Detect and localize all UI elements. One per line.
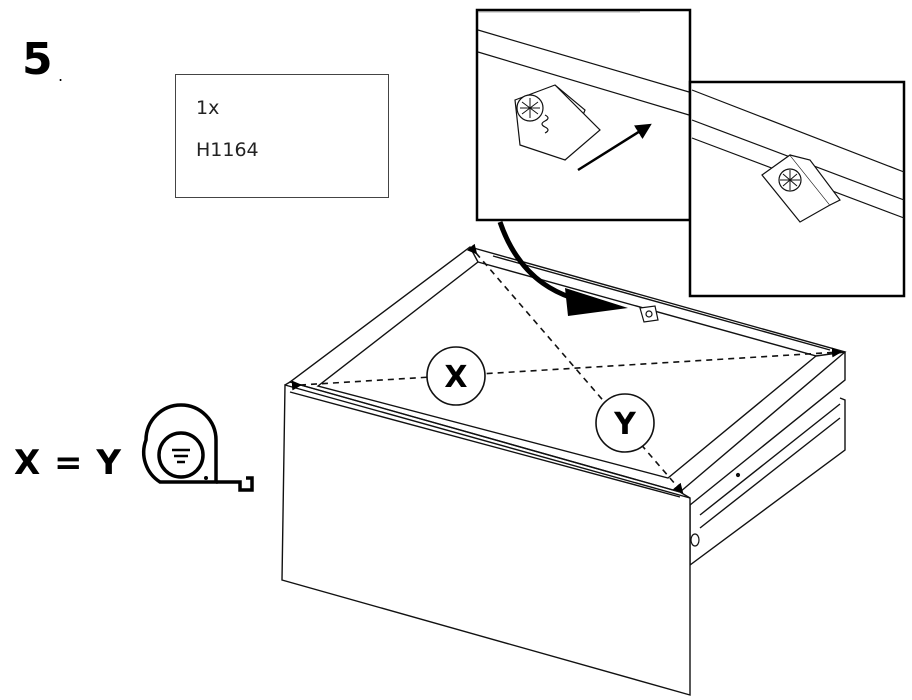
detail-inset-after xyxy=(688,80,906,298)
label-y-text: Y xyxy=(613,407,637,442)
part-quantity: 1x xyxy=(196,97,220,119)
diagonal-x xyxy=(291,347,842,391)
step-number: 5 xyxy=(22,34,53,85)
label-y: Y xyxy=(595,393,655,453)
parts-callout: 1x H1164 xyxy=(175,74,389,198)
diagonal-y xyxy=(466,243,684,494)
rail-fitting xyxy=(639,305,659,323)
pointer-arrowhead xyxy=(565,288,628,316)
part-code: H1164 xyxy=(196,139,259,161)
label-x: X xyxy=(426,346,486,406)
drawer-box xyxy=(281,246,847,696)
diagonal-lines xyxy=(291,243,842,494)
side-screw xyxy=(690,472,741,547)
step-dot: . xyxy=(58,66,64,85)
detail-inset-before xyxy=(475,8,692,222)
diagonal-equation: X = Y xyxy=(14,443,122,483)
label-x-text: X xyxy=(444,360,467,395)
tape-measure-icon xyxy=(142,403,254,492)
